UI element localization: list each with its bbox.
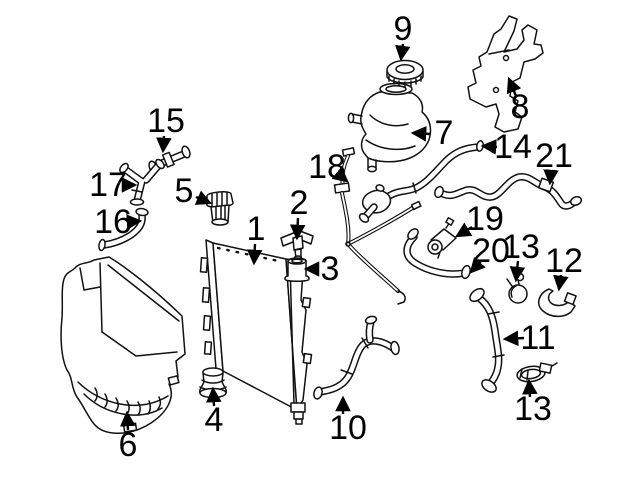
callout-labels: 1 2 3 4 5 6 7 8 9 10 11 12 13 13 14 15 1…: [89, 10, 583, 464]
callout-7: 7: [435, 114, 454, 152]
upper-hose-drawing: [469, 287, 505, 393]
callout-16: 16: [94, 203, 132, 241]
valve-cap-drawing: [206, 191, 234, 226]
callout-arrow-13-upper: [509, 260, 526, 283]
expansion-tank-drawing: [347, 82, 432, 173]
callout-arrow-16: [126, 214, 143, 230]
callout-17: 17: [89, 166, 127, 204]
callout-arrow-9: [395, 43, 411, 62]
radiator-drawing: [199, 239, 313, 425]
callout-arrow-21: [543, 169, 559, 186]
heater-hose-drawing: [434, 172, 583, 210]
worm-clamp-lower-drawing: [516, 362, 558, 383]
callout-2: 2: [290, 184, 309, 222]
hose-guard-drawing: [538, 288, 577, 318]
air-baffle-drawing: [60, 256, 186, 434]
three-way-connector-drawing: [119, 158, 165, 206]
callout-14: 14: [494, 128, 532, 166]
reservoir-cap-drawing: [386, 59, 424, 88]
callout-13-lower: 13: [514, 390, 552, 428]
callout-19: 19: [466, 200, 504, 238]
callout-6: 6: [119, 426, 138, 464]
callout-arrow-4: [205, 386, 222, 407]
callout-arrow-7: [410, 125, 431, 142]
callout-18: 18: [308, 148, 346, 186]
vent-hose-drawing: [333, 147, 422, 305]
callout-13-upper: 13: [502, 228, 540, 266]
callout-9: 9: [394, 10, 413, 48]
callout-15: 15: [147, 102, 185, 140]
callout-arrow-8: [506, 76, 522, 97]
callout-1: 1: [247, 210, 266, 248]
grommet-drawing: [284, 257, 310, 282]
callout-arrow-20: [469, 256, 486, 274]
callout-5: 5: [175, 172, 194, 210]
callout-12: 12: [545, 242, 583, 280]
callout-arrows: [119, 43, 569, 431]
callout-arrow-14: [480, 139, 498, 155]
callout-arrow-5: [194, 190, 213, 205]
callout-arrow-2: [289, 217, 306, 241]
callout-21: 21: [535, 137, 573, 175]
callout-arrow-18: [331, 166, 349, 183]
callout-arrow-6: [119, 410, 136, 431]
bracket-drawing: [467, 15, 544, 133]
lower-hose-drawing: [313, 315, 400, 400]
connector-hose-drawing: [403, 228, 471, 280]
callout-10: 10: [329, 409, 367, 447]
callout-arrow-15: [156, 135, 172, 154]
callout-4: 4: [205, 401, 224, 439]
branch-hose-drawing: [358, 140, 485, 223]
callout-3: 3: [321, 250, 340, 288]
callout-arrow-13-lower: [522, 378, 538, 398]
callout-11: 11: [520, 319, 555, 357]
callout-arrow-11: [502, 330, 525, 347]
callout-arrow-19: [454, 222, 473, 238]
callout-8: 8: [511, 88, 530, 126]
callout-20: 20: [472, 232, 510, 270]
callout-arrow-12: [553, 274, 569, 292]
vent-valve-drawing: [427, 217, 457, 259]
callout-arrow-1: [246, 243, 263, 266]
